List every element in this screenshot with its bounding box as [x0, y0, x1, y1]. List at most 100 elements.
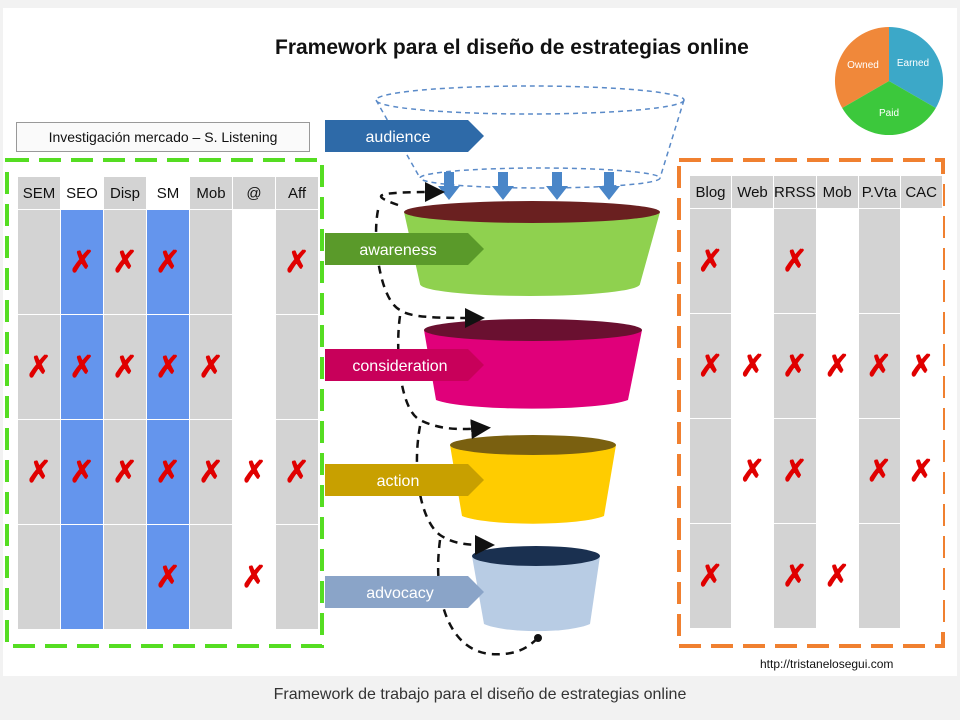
empty-cell — [275, 314, 319, 420]
check-mark: ✗ — [275, 209, 319, 315]
stage-label-advocacy: advocacy — [366, 585, 434, 602]
matrix-row-awareness: ✗✗ — [689, 208, 943, 314]
check-mark: ✗ — [815, 523, 859, 629]
check-mark: ✗ — [731, 418, 774, 524]
stage-arrow-advocacy: advocacy — [325, 576, 484, 608]
column-header-aff: Aff — [275, 176, 319, 210]
matrix-row-advocacy: ✗✗ — [17, 524, 319, 630]
pie-label-earned: Earned — [897, 58, 929, 69]
check-mark: ✗ — [146, 209, 190, 315]
check-mark: ✗ — [232, 524, 276, 630]
matrix-row-consideration: ✗✗✗✗✗✗ — [689, 313, 943, 419]
pie-label-paid: Paid — [879, 108, 899, 119]
check-mark: ✗ — [103, 419, 147, 525]
check-mark: ✗ — [815, 313, 859, 419]
check-mark: ✗ — [773, 313, 817, 419]
empty-cell — [189, 209, 233, 315]
column-header-web: Web — [731, 175, 774, 209]
column-header-cac: CAC — [899, 175, 943, 209]
loop-end-dot — [534, 634, 542, 642]
empty-cell — [857, 208, 901, 314]
check-mark: ✗ — [689, 208, 732, 314]
empty-cell — [731, 208, 774, 314]
stage-label-awareness: awareness — [359, 242, 436, 259]
check-mark: ✗ — [103, 314, 147, 420]
empty-cell — [60, 524, 104, 630]
column-header-rrss: RRSS — [773, 175, 817, 209]
column-header-seo: SEO — [60, 176, 104, 210]
stage-arrow-awareness: awareness — [325, 233, 484, 265]
check-mark: ✗ — [17, 314, 61, 420]
matrix-row-action: ✗✗✗✗ — [689, 418, 943, 524]
column-header-sem: SEM — [17, 176, 61, 210]
check-mark: ✗ — [189, 419, 233, 525]
empty-cell — [689, 418, 732, 524]
figure-caption: Framework de trabajo para el diseño de e… — [273, 686, 687, 703]
stage-arrow-audience: audience — [325, 120, 484, 152]
empty-cell — [815, 418, 859, 524]
column-header-sm: SM — [146, 176, 190, 210]
check-mark: ✗ — [146, 419, 190, 525]
empty-cell — [731, 523, 774, 629]
check-mark: ✗ — [60, 209, 104, 315]
check-mark: ✗ — [189, 314, 233, 420]
source-url: http://tristanelosegui.com — [760, 657, 894, 671]
funnel-layer-awareness — [404, 201, 660, 296]
matrix-row-advocacy: ✗✗✗ — [689, 523, 943, 629]
check-mark: ✗ — [146, 314, 190, 420]
check-mark: ✗ — [857, 418, 901, 524]
check-mark: ✗ — [60, 419, 104, 525]
check-mark: ✗ — [689, 523, 732, 629]
funnel-layer-advocacy — [472, 546, 600, 632]
column-header-blog: Blog — [689, 175, 732, 209]
audience-arrows — [438, 172, 620, 200]
stage-label-audience: audience — [366, 129, 431, 146]
check-mark: ✗ — [857, 313, 901, 419]
empty-cell — [857, 523, 901, 629]
empty-cell — [899, 208, 943, 314]
check-mark: ✗ — [103, 209, 147, 315]
funnel-layer-action — [450, 435, 616, 524]
pie-label-owned: Owned — [847, 60, 879, 71]
check-mark: ✗ — [60, 314, 104, 420]
empty-cell — [899, 523, 943, 629]
earned-border — [677, 158, 945, 648]
check-mark: ✗ — [731, 313, 774, 419]
check-mark: ✗ — [146, 524, 190, 630]
empty-cell — [103, 524, 147, 630]
stage-label-action: action — [377, 473, 420, 490]
column-header-email: @ — [232, 176, 276, 210]
matrix-row-awareness: ✗✗✗✗ — [17, 209, 319, 315]
empty-cell — [275, 524, 319, 630]
pie-slice-paid — [842, 81, 936, 136]
empty-cell — [815, 208, 859, 314]
pie-slice-earned — [889, 26, 944, 109]
pie-slice-owned — [834, 26, 889, 109]
empty-cell — [232, 314, 276, 420]
matrix-row-consideration: ✗✗✗✗✗ — [17, 314, 319, 420]
empty-cell — [17, 209, 61, 315]
matrix-row-action: ✗✗✗✗✗✗✗ — [17, 419, 319, 525]
column-header-mob: Mob — [189, 176, 233, 210]
check-mark: ✗ — [899, 418, 943, 524]
empty-cell — [232, 209, 276, 315]
empty-cell — [189, 524, 233, 630]
check-mark: ✗ — [773, 418, 817, 524]
check-mark: ✗ — [773, 208, 817, 314]
column-header-p-vta: P.Vta — [857, 175, 901, 209]
empty-cell — [17, 524, 61, 630]
audience-cylinder — [375, 85, 685, 189]
stage-arrow-action: action — [325, 464, 484, 496]
check-mark: ✗ — [899, 313, 943, 419]
check-mark: ✗ — [689, 313, 732, 419]
check-mark: ✗ — [773, 523, 817, 629]
stage-arrow-consideration: consideration — [325, 349, 484, 381]
figure-title: Framework para el diseño de estrategias … — [275, 36, 749, 59]
check-mark: ✗ — [17, 419, 61, 525]
column-header-mob: Mob — [815, 175, 859, 209]
research-label: Investigación mercado – S. Listening — [16, 122, 310, 152]
stage-label-consideration: consideration — [352, 358, 447, 375]
check-mark: ✗ — [275, 419, 319, 525]
